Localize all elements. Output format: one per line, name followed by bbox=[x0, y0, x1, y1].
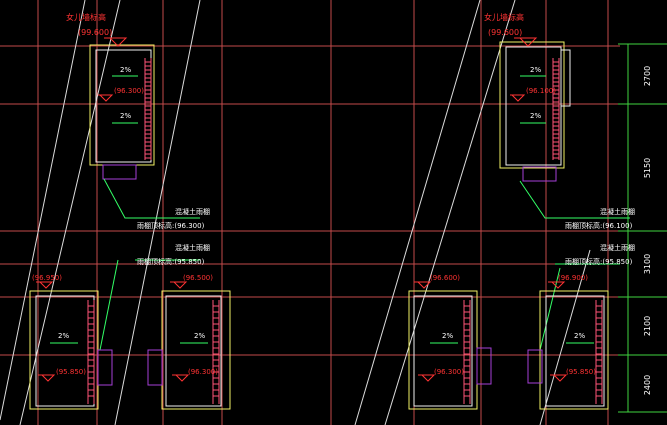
b2-slope: 2% bbox=[194, 332, 205, 340]
note-ru-b: 雨棚顶标高:(96.100) bbox=[565, 221, 633, 230]
bottom-stair-3: (96.600) 2% (96.300) bbox=[408, 274, 492, 410]
tr-label: 女儿墙标高 bbox=[484, 12, 524, 22]
note-ru-a: 混凝土雨棚 bbox=[600, 207, 635, 216]
b1-level-bottom: (95.850) bbox=[56, 368, 86, 376]
tr-level: (99.600) bbox=[488, 28, 522, 37]
tl-slope-a: 2% bbox=[120, 66, 131, 74]
bottom-stair-2: (96.500) 2% (96.300) bbox=[147, 274, 231, 410]
dim-5: 2400 bbox=[643, 375, 652, 395]
b3-slope: 2% bbox=[442, 332, 453, 340]
tr-mid-level: (96.100) bbox=[526, 87, 556, 95]
note-rl-b: 雨棚顶标高:(95.850) bbox=[565, 257, 633, 266]
tl-level: (99.600) bbox=[78, 28, 112, 37]
b1-level-top: (96.950) bbox=[32, 274, 62, 282]
note-ll-a: 混凝土雨棚 bbox=[175, 243, 210, 252]
tr-slope-b: 2% bbox=[530, 112, 541, 120]
top-left-stair: 女儿墙标高 (99.600) 2% (96.300) 2% bbox=[66, 12, 155, 180]
dim-3: 3100 bbox=[643, 254, 652, 274]
tl-slope-b: 2% bbox=[120, 112, 131, 120]
tr-slope-a: 2% bbox=[530, 66, 541, 74]
dim-1: 2700 bbox=[643, 66, 652, 86]
b1-slope: 2% bbox=[58, 332, 69, 340]
note-ll-b: 雨棚顶标高:(95.850) bbox=[137, 257, 205, 266]
b3-level-bottom: (96.300) bbox=[434, 368, 464, 376]
b4-slope: 2% bbox=[574, 332, 585, 340]
b4-level-top: (96.900) bbox=[558, 274, 588, 282]
b3-level-top: (96.600) bbox=[430, 274, 460, 282]
tl-label: 女儿墙标高 bbox=[66, 12, 106, 22]
note-lu-a: 混凝土雨棚 bbox=[175, 207, 210, 216]
dim-2: 5150 bbox=[643, 158, 652, 178]
b4-level-bottom: (95.850) bbox=[566, 368, 596, 376]
note-lu-b: 雨棚顶标高:(96.300) bbox=[137, 221, 205, 230]
note-rl-a: 混凝土雨棚 bbox=[600, 243, 635, 252]
diagonal-lines bbox=[0, 0, 591, 425]
b2-level-top: (96.500) bbox=[183, 274, 213, 282]
top-right-stair: 女儿墙标高 (99.600) 2% (96.100) 2% bbox=[484, 12, 571, 182]
tl-mid-level: (96.300) bbox=[114, 87, 144, 95]
bottom-stair-1: (96.950) 2% (95.850) bbox=[29, 274, 113, 410]
bottom-stair-4: (96.900) 2% (95.850) bbox=[527, 274, 609, 410]
dim-4: 2100 bbox=[643, 316, 652, 336]
b2-level-bottom: (96.300) bbox=[188, 368, 218, 376]
dimension-column bbox=[618, 43, 667, 413]
